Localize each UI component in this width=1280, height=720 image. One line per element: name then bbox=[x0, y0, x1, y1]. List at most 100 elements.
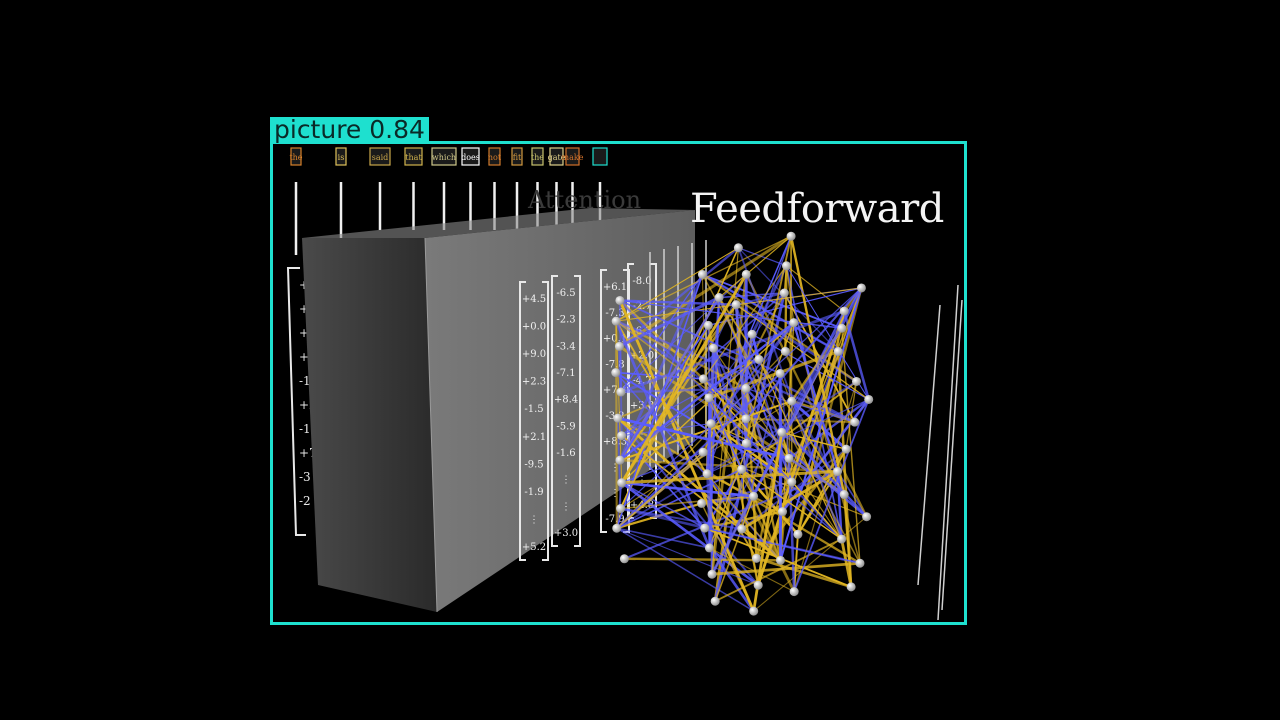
network-node bbox=[731, 300, 741, 310]
network-node bbox=[753, 580, 763, 590]
token-text: the bbox=[289, 153, 302, 162]
network-edge bbox=[718, 235, 792, 298]
network-edge bbox=[616, 468, 742, 529]
network-node bbox=[775, 368, 785, 378]
network-edge bbox=[620, 507, 742, 531]
network-edge bbox=[710, 423, 755, 497]
network-edge bbox=[793, 381, 858, 592]
token-text: does bbox=[461, 153, 480, 162]
network-node bbox=[710, 596, 720, 606]
network-edge bbox=[708, 397, 743, 470]
network-edge bbox=[615, 320, 856, 424]
feedforward-network bbox=[611, 231, 874, 616]
network-edge bbox=[708, 322, 795, 549]
vector-value: -2.7 bbox=[632, 301, 651, 312]
network-edge bbox=[701, 273, 858, 383]
network-node bbox=[749, 606, 759, 616]
vector-column: -6.5-2.3-3.4-7.1+8.4-5.9-1.6⋮⋮+3.0 bbox=[551, 275, 581, 547]
network-edge bbox=[741, 468, 842, 540]
network-node bbox=[615, 295, 625, 305]
network-node bbox=[611, 316, 621, 326]
network-edge bbox=[620, 273, 748, 484]
right-edge-lines bbox=[917, 284, 963, 621]
network-node bbox=[737, 464, 747, 474]
token-text: is bbox=[338, 153, 345, 162]
network-node bbox=[837, 323, 847, 333]
network-node bbox=[786, 231, 796, 241]
network-node bbox=[698, 447, 708, 457]
network-node bbox=[703, 320, 713, 330]
network-edge bbox=[617, 416, 790, 460]
network-edge bbox=[615, 321, 618, 529]
network-node bbox=[856, 283, 866, 293]
network-edge bbox=[620, 387, 746, 394]
vector-value: -3 bbox=[299, 470, 311, 484]
network-node bbox=[737, 524, 747, 534]
network-node bbox=[747, 329, 757, 339]
network-edge bbox=[714, 538, 842, 603]
network-edge bbox=[738, 247, 787, 267]
network-edge bbox=[621, 470, 838, 485]
network-edge bbox=[708, 547, 755, 612]
network-edge bbox=[614, 320, 711, 549]
token-box: the bbox=[289, 147, 303, 166]
vector-value: ⋮ bbox=[610, 488, 620, 499]
network-node bbox=[617, 431, 627, 441]
network-edge bbox=[704, 527, 861, 564]
network-edge bbox=[706, 235, 792, 475]
network-edge bbox=[616, 527, 710, 549]
vector-column: +4.5+0.0+9.0+2.3-1.5+2.1-9.5-1.9⋮+5.2 bbox=[519, 281, 549, 561]
network-edge bbox=[618, 346, 623, 393]
network-edge bbox=[786, 265, 870, 400]
token-text: make bbox=[562, 153, 584, 162]
network-edge bbox=[735, 304, 793, 483]
network-edge bbox=[793, 399, 870, 592]
network-node bbox=[864, 394, 874, 404]
network-node bbox=[851, 376, 861, 386]
network-node bbox=[704, 543, 714, 553]
network-edge bbox=[616, 274, 704, 529]
network-edge bbox=[751, 333, 870, 400]
vector-value: +6.1 bbox=[603, 282, 627, 293]
network-node bbox=[850, 417, 860, 427]
vector-value: ⋮ bbox=[610, 462, 620, 473]
network-node bbox=[741, 414, 751, 424]
network-edge bbox=[755, 287, 863, 559]
network-node bbox=[704, 393, 714, 403]
network-edge bbox=[619, 458, 838, 473]
vector-value: -1 bbox=[299, 374, 311, 388]
vector-value: ⋮ bbox=[561, 475, 571, 486]
token-text: gate bbox=[548, 153, 566, 162]
network-edge bbox=[712, 347, 747, 420]
network-edge bbox=[737, 247, 843, 540]
network-edge bbox=[702, 265, 787, 380]
token-box: the bbox=[531, 147, 544, 166]
vector-value: -1.9 bbox=[524, 487, 543, 498]
network-node bbox=[775, 555, 785, 565]
network-node bbox=[833, 347, 843, 357]
network-edge bbox=[752, 495, 782, 561]
network-node bbox=[777, 427, 787, 437]
vector-value: +0.0 bbox=[522, 322, 546, 333]
network-node bbox=[754, 354, 764, 364]
network-node bbox=[839, 306, 849, 316]
network-edge bbox=[710, 423, 843, 540]
token-box: does bbox=[461, 147, 480, 166]
network-node bbox=[697, 270, 707, 280]
network-edge bbox=[784, 265, 788, 352]
network-node bbox=[751, 553, 761, 563]
vector-value: +7.4 bbox=[603, 385, 627, 396]
detection-class: picture bbox=[274, 115, 362, 144]
network-node bbox=[700, 523, 710, 533]
network-node bbox=[741, 383, 751, 393]
network-edge bbox=[845, 381, 858, 450]
token-box: that bbox=[404, 147, 423, 166]
token-text: fit bbox=[513, 153, 522, 162]
detection-score: 0.84 bbox=[369, 115, 425, 144]
token-text: not bbox=[488, 153, 502, 162]
network-edge bbox=[620, 495, 754, 510]
vector-value: -7.8 bbox=[605, 359, 624, 370]
network-edge bbox=[842, 310, 870, 400]
